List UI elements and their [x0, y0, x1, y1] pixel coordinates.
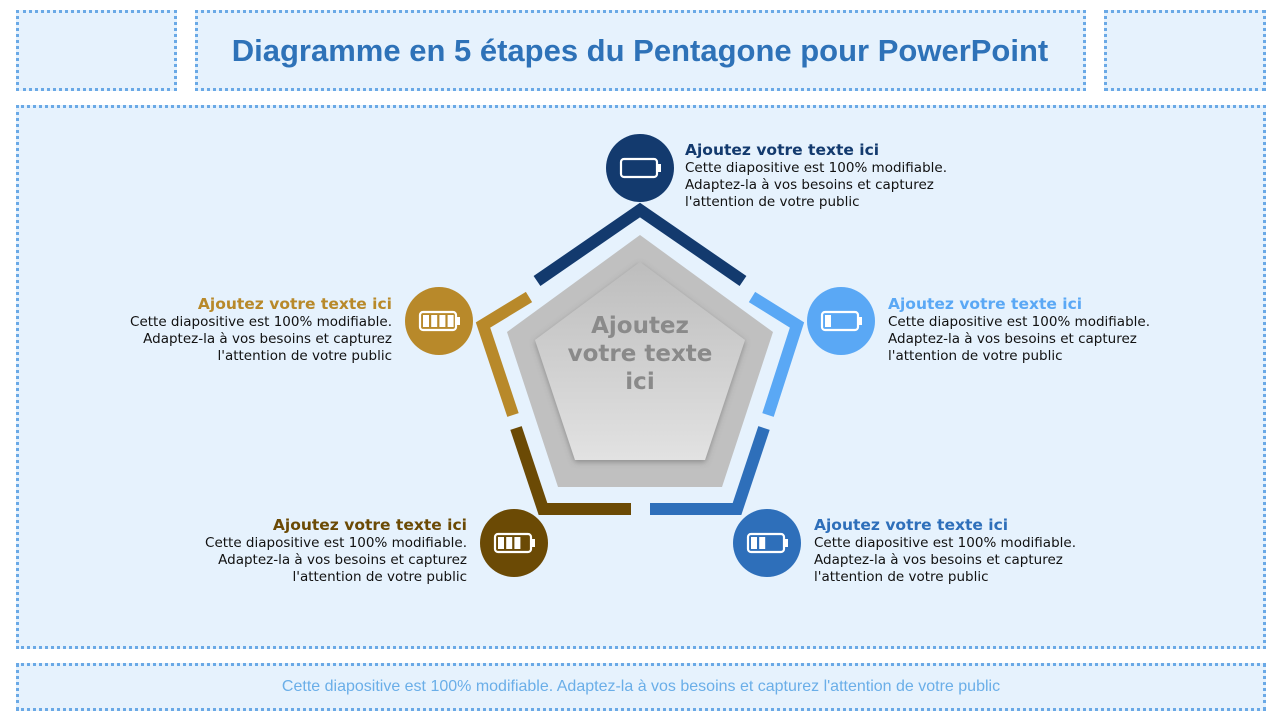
battery-one-bar-icon — [807, 287, 875, 355]
step-heading: Ajoutez votre texte ici — [814, 516, 1009, 534]
step-heading: Ajoutez votre texte ici — [197, 295, 392, 313]
left-header-box — [16, 10, 177, 91]
segment-4 — [510, 426, 631, 515]
segment-3 — [650, 426, 770, 515]
step-body: Cette diapositive est 100% modifiable. A… — [205, 535, 467, 585]
step-body: Cette diapositive est 100% modifiable. A… — [130, 314, 392, 364]
page-title: Diagramme en 5 étapes du Pentagone pour … — [231, 33, 1049, 68]
footer-text: Cette diapositive est 100% modifiable. A… — [281, 678, 1001, 695]
segment-2 — [748, 291, 805, 417]
step-heading: Ajoutez votre texte ici — [272, 516, 467, 534]
center-text: Ajoutez votre texte ici — [567, 313, 713, 395]
battery-empty-icon — [606, 134, 674, 202]
footer-box — [16, 663, 1266, 711]
inner-pentagon — [535, 262, 745, 460]
step-body: Cette diapositive est 100% modifiable. A… — [814, 535, 1076, 585]
step-heading: Ajoutez votre texte ici — [888, 295, 1083, 313]
battery-three-bar-icon — [480, 509, 548, 577]
battery-two-bar-icon — [733, 509, 801, 577]
right-header-box — [1104, 10, 1266, 91]
step-body: Cette diapositive est 100% modifiable. A… — [685, 160, 947, 210]
battery-full-icon — [405, 287, 473, 355]
segment-1 — [533, 202, 747, 286]
step-body: Cette diapositive est 100% modifiable. A… — [888, 314, 1150, 364]
step-heading: Ajoutez votre texte ici — [685, 141, 880, 159]
segment-5 — [475, 291, 533, 417]
title-box — [195, 10, 1086, 91]
